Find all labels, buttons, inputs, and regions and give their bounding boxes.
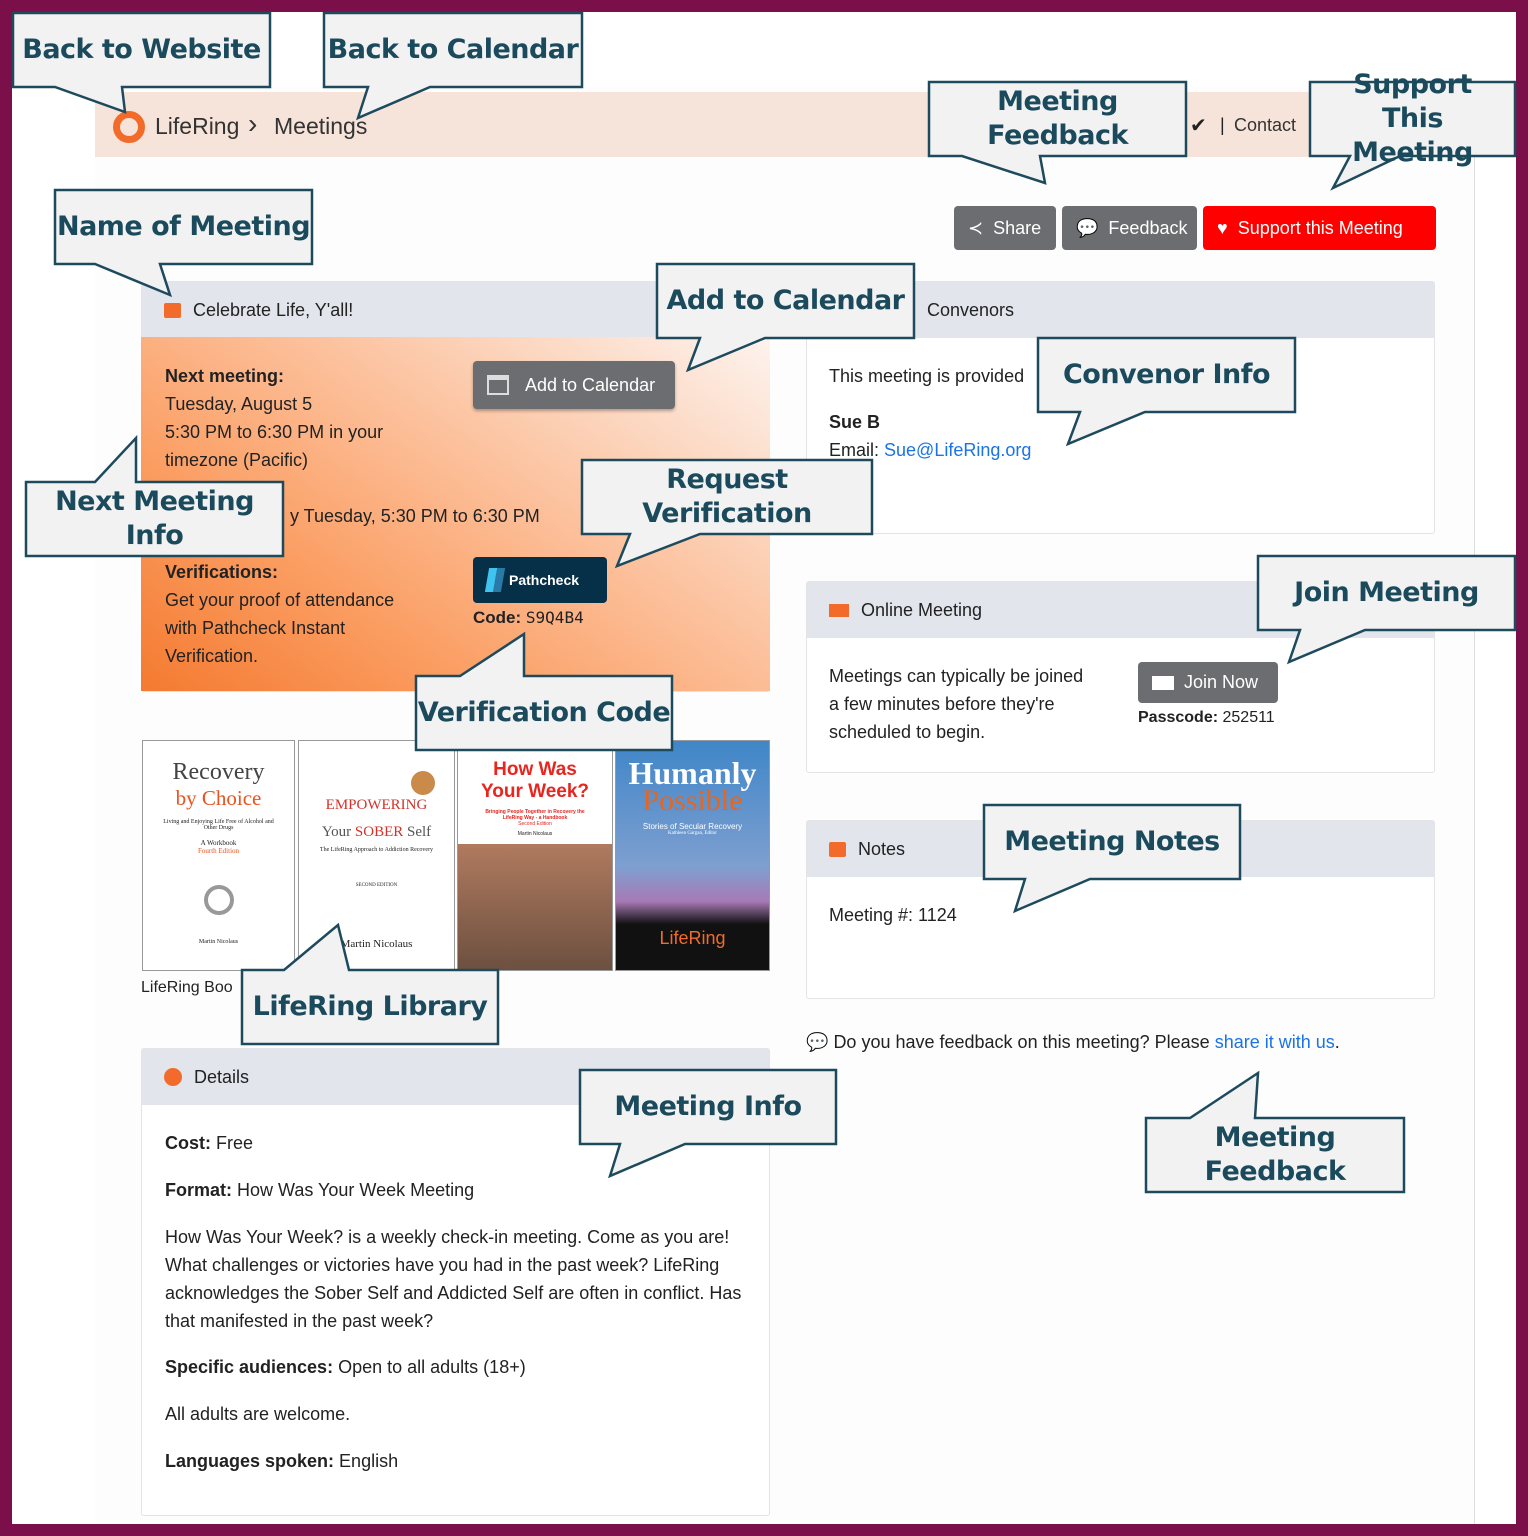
callout-add-to-calendar: Add to Calendar (666, 285, 906, 316)
callout-shape (322, 11, 584, 121)
feedback-button[interactable]: 💬Feedback (1062, 206, 1197, 250)
languages: Languages spoken: English (165, 1451, 399, 1471)
callout-shape (240, 922, 500, 1046)
calendar-outline-icon (487, 375, 509, 395)
callout-meeting-info: Meeting Info (614, 1091, 802, 1122)
callout-meeting-notes: Meeting Notes (1004, 826, 1220, 857)
book-recovery-by-choice[interactable]: Recovery by Choice Living and Enjoying L… (142, 740, 295, 971)
pathcheck-button[interactable]: Pathcheck (473, 557, 607, 603)
specific-audiences: Specific audiences: Open to all adults (… (165, 1357, 526, 1377)
callout-meeting-feedback-top: Meeting Feedback (987, 86, 1128, 151)
share-button[interactable]: ≺Share (954, 206, 1056, 250)
feedback-prompt: 💬 Do you have feedback on this meeting? … (806, 1032, 1340, 1052)
callout-shape (1256, 554, 1517, 665)
meeting-title: Celebrate Life, Y'all! (193, 299, 354, 320)
add-to-calendar-button[interactable]: Add to Calendar (473, 361, 675, 409)
convenor-provided: This meeting is provided (829, 366, 1025, 386)
callout-shape (1036, 336, 1297, 447)
next-meeting-time: 5:30 PM to 6:30 PM in your (165, 422, 384, 442)
callout-shape (1144, 1070, 1406, 1194)
callout-shape (927, 80, 1188, 185)
chat-icon: 💬 (1076, 217, 1099, 238)
online-text-2: a few minutes before they're (829, 694, 1055, 714)
callout-join-meeting: Join Meeting (1294, 577, 1479, 608)
callout-next-meeting-info: Next Meeting Info (55, 486, 254, 551)
recurring-schedule: y Tuesday, 5:30 PM to 6:30 PM (290, 506, 540, 526)
verification-code: Code: S9Q4B4 (473, 608, 584, 627)
welcome-text: All adults are welcome. (165, 1404, 351, 1424)
share-feedback-link[interactable]: share it with us (1214, 1032, 1335, 1052)
callout-shape (580, 458, 874, 569)
share-icon: ≺ (968, 217, 984, 238)
email-link[interactable]: Sue@LifeRing.org (884, 440, 1032, 460)
breadcrumb (95, 92, 1475, 157)
convenor-email: Email: Sue@LifeRing.org (829, 440, 1032, 460)
callout-request-verification: Request Verification (642, 464, 812, 529)
passcode: Passcode: 252511 (1138, 709, 1275, 726)
callout-back-to-website: Back to Website (22, 34, 261, 65)
callout-meeting-feedback-bottom: Meeting Feedback (1204, 1122, 1346, 1187)
info-icon (164, 1068, 182, 1086)
callout-convenor-info: Convenor Info (1062, 359, 1271, 390)
verification-line-1: Get your proof of attendance (165, 590, 395, 610)
breadcrumb-meetings[interactable]: Meetings (274, 113, 368, 139)
note-icon (829, 841, 846, 857)
book-humanly-possible[interactable]: Humanly Possible Stories of Secular Reco… (615, 740, 770, 971)
online-text-1: Meetings can typically be joined (829, 666, 1084, 686)
description: How Was Your Week? is a weekly check-in … (165, 1227, 742, 1331)
callout-shape (578, 1068, 838, 1179)
callout-back-to-calendar: Back to Calendar (327, 34, 579, 65)
video-camera-icon (829, 603, 849, 617)
books-caption[interactable]: LifeRing Boo (141, 979, 233, 996)
verification-line-3: Verification. (165, 646, 259, 666)
callout-name-of-meeting: Name of Meeting (56, 211, 311, 242)
join-now-button[interactable]: Join Now (1138, 662, 1278, 703)
calendar-icon (164, 302, 181, 318)
callout-verification-code: Verification Code (417, 697, 671, 728)
verifications-label: Verifications: (165, 562, 279, 582)
book-how-was-your-week[interactable]: How Was Your Week? Bringing People Toget… (457, 740, 613, 971)
hand-heart-icon: ♥ (1217, 217, 1228, 238)
callout-shape (24, 434, 285, 558)
meeting-number: Meeting #: 1124 (829, 905, 957, 925)
nav-contact[interactable]: Contact (1234, 115, 1297, 135)
chevron-right-icon: › (248, 108, 258, 139)
lifebuoy-icon (203, 885, 234, 915)
breadcrumb-home[interactable]: LifeRing (155, 113, 240, 139)
check-icon: ✔ (1190, 115, 1207, 137)
cost: Cost: Free (165, 1133, 254, 1153)
callout-shape (414, 631, 674, 752)
nav-divider: | (1220, 115, 1225, 135)
next-meeting-date: Tuesday, August 5 (165, 394, 313, 414)
award-seal-icon (411, 771, 435, 795)
verification-line-2: with Pathcheck Instant (165, 618, 346, 638)
video-icon (1152, 675, 1174, 690)
callout-support: Support This Meeting (1352, 69, 1473, 168)
callout-shape (655, 262, 916, 373)
callout-shape (53, 188, 314, 298)
format: Format: How Was Your Week Meeting (165, 1180, 475, 1200)
chat-icon: 💬 (806, 1032, 829, 1052)
online-text-3: scheduled to begin. (829, 722, 986, 742)
next-meeting-label: Next meeting: (165, 366, 285, 386)
callout-shape (1308, 80, 1517, 191)
callout-shape (11, 11, 272, 114)
convenor-name: Sue B (829, 412, 881, 432)
support-meeting-button[interactable]: ♥Support this Meeting (1203, 206, 1436, 250)
next-meeting-timezone: timezone (Pacific) (165, 450, 309, 470)
callout-lifering-library: LifeRing Library (252, 991, 488, 1022)
callout-shape (982, 803, 1242, 914)
lifering-logo-icon[interactable] (113, 111, 145, 143)
book-empowering-sober-self[interactable]: EMPOWERING Your SOBER Self The LifeRing … (298, 740, 455, 971)
